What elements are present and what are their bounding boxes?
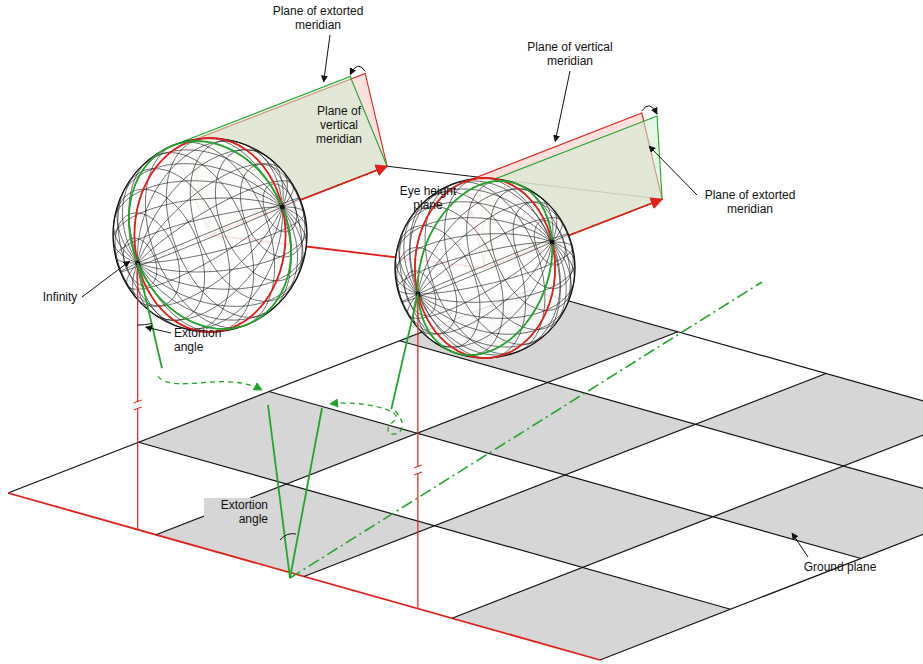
leader-line bbox=[146, 327, 171, 333]
extorted-vertical bbox=[391, 294, 418, 409]
callout-label: Extortion angle bbox=[174, 326, 238, 354]
callout-label: Plane of extorted meridian bbox=[700, 188, 800, 216]
meridian-line bbox=[134, 138, 285, 332]
extorted-vertical bbox=[138, 263, 162, 368]
meridian-line bbox=[120, 198, 299, 272]
meridian-line bbox=[138, 141, 283, 329]
leader-line bbox=[555, 71, 570, 141]
extorted-meridian bbox=[129, 141, 291, 329]
callout-label: Ground plane bbox=[790, 560, 890, 574]
meridian-line bbox=[395, 234, 575, 303]
pole-point bbox=[550, 239, 555, 244]
torsion-arrow bbox=[350, 66, 365, 74]
transfer-arrow bbox=[330, 403, 402, 434]
leader-line bbox=[649, 146, 697, 195]
drop-line bbox=[417, 294, 418, 467]
meridian-line bbox=[417, 189, 553, 347]
ground-extorted-line bbox=[290, 408, 322, 578]
drop-line bbox=[417, 473, 418, 609]
meridian-line bbox=[116, 207, 305, 263]
pole-point bbox=[280, 204, 285, 209]
meridian-line bbox=[129, 141, 291, 329]
ground-grid-line bbox=[269, 392, 861, 559]
break-mark bbox=[134, 407, 142, 410]
callout-label: Infinity bbox=[30, 290, 90, 304]
meridian-line bbox=[413, 202, 557, 335]
ground-grid-line bbox=[452, 415, 923, 618]
ground-sight-line bbox=[290, 282, 762, 578]
callout-label: Plane of vertical meridian bbox=[515, 40, 625, 68]
meridian-line bbox=[133, 164, 288, 307]
latitude-line bbox=[490, 189, 575, 311]
meridian-line bbox=[113, 198, 307, 272]
break-mark bbox=[414, 465, 422, 468]
meridian-line bbox=[404, 189, 566, 347]
latitude-line bbox=[395, 226, 480, 348]
meridian-line bbox=[122, 150, 297, 320]
meridian-line bbox=[137, 150, 283, 320]
drop-line bbox=[137, 408, 138, 530]
torsion-arrow bbox=[642, 106, 657, 114]
vertical-meridian bbox=[134, 138, 285, 332]
ground-grid-line bbox=[530, 290, 923, 457]
transfer-arrow bbox=[158, 376, 262, 390]
leader-line bbox=[82, 261, 130, 297]
leader-line bbox=[324, 35, 330, 82]
latitude-line bbox=[216, 150, 307, 281]
ground-grid-line bbox=[400, 341, 923, 508]
callout-label: Eye height plane bbox=[392, 184, 464, 212]
eye-sphere bbox=[113, 138, 307, 332]
latitude-line bbox=[240, 164, 305, 257]
callout-label: Plane of extorted meridian bbox=[268, 4, 368, 32]
leader-line bbox=[792, 533, 808, 557]
break-mark bbox=[134, 400, 142, 403]
callout-label: Extortion angle bbox=[204, 498, 268, 526]
meridian-line bbox=[127, 181, 294, 289]
angle-arc bbox=[138, 324, 152, 326]
latitude-line bbox=[513, 202, 573, 288]
ground-grid-line bbox=[600, 457, 923, 660]
angle-arc bbox=[280, 534, 296, 540]
ground-vertical-line bbox=[268, 405, 290, 578]
break-mark bbox=[414, 472, 422, 475]
drop-line bbox=[137, 263, 138, 402]
latitude-line bbox=[113, 189, 204, 320]
callout-label: Plane of vertical meridian bbox=[304, 104, 374, 146]
